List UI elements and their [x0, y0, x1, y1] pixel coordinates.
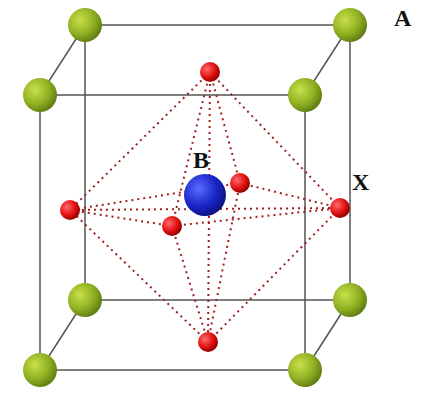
site-label: X	[352, 170, 369, 194]
octahedron-bonds	[70, 72, 340, 342]
site-label: A	[394, 6, 411, 30]
b-site-atom	[184, 174, 226, 216]
cube-edges	[40, 25, 350, 370]
x-site-atoms	[60, 62, 350, 220]
x-site-atoms-front	[162, 216, 218, 352]
site-label: B	[193, 148, 209, 172]
a-site-atoms	[23, 8, 367, 387]
